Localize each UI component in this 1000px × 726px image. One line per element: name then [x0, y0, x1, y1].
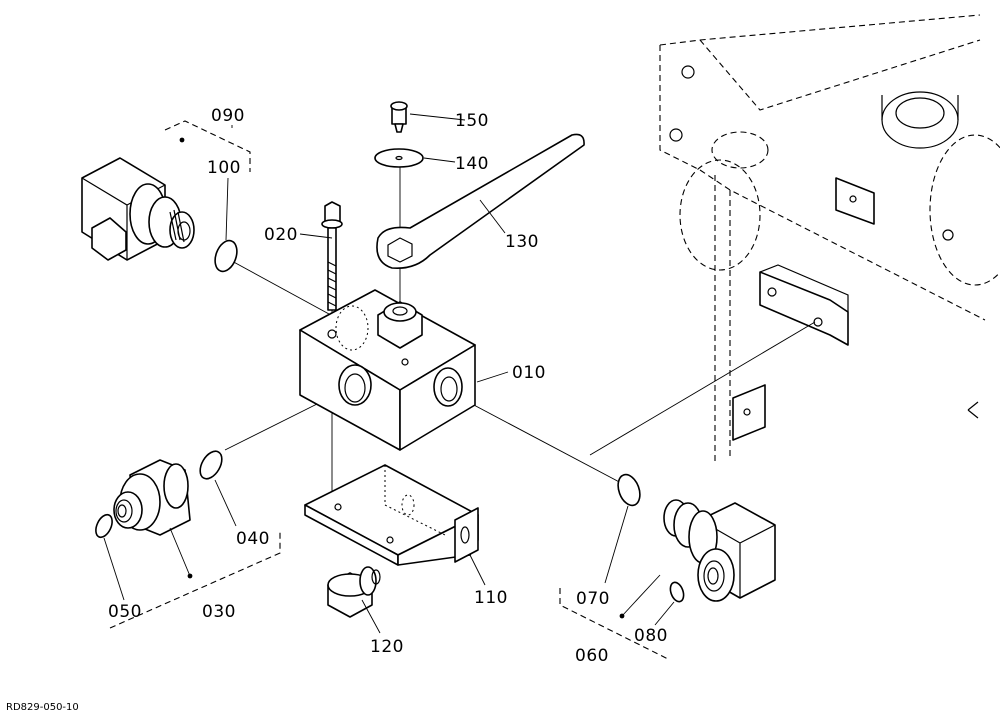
plug-150 [390, 101, 408, 133]
callout-100: 100 [207, 158, 241, 178]
drawing-reference: RD829-050-10 [6, 702, 79, 713]
callout-030: 030 [202, 602, 236, 622]
callout-120: 120 [370, 637, 404, 657]
callout-labels: 090 100 150 140 020 130 010 040 050 030 … [108, 106, 668, 666]
callout-140: 140 [455, 154, 489, 174]
o-ring-040 [199, 450, 223, 480]
callout-leaders [103, 113, 675, 634]
callout-070: 070 [576, 589, 610, 609]
fitting-030 [113, 459, 191, 536]
kit-bracket-090 [164, 120, 251, 172]
o-ring-100 [214, 239, 238, 273]
washer-140 [374, 148, 424, 168]
bolt-020 [321, 201, 343, 311]
valve-block-010 [299, 289, 476, 451]
o-ring-080 [669, 581, 685, 603]
callout-130: 130 [505, 232, 539, 252]
elbow-fitting-060 [663, 499, 776, 602]
callout-010: 010 [512, 363, 546, 383]
housing-outline [659, 14, 1000, 465]
elbow-fitting-090 [81, 157, 195, 261]
o-ring-070 [617, 473, 641, 507]
callout-080: 080 [634, 626, 668, 646]
callout-150: 150 [455, 111, 489, 131]
plug-120 [327, 566, 381, 618]
bracket-110 [304, 464, 479, 566]
callout-060: 060 [575, 646, 609, 666]
callout-110: 110 [474, 588, 508, 608]
callout-050: 050 [108, 602, 142, 622]
callout-020: 020 [264, 225, 298, 245]
callout-040: 040 [236, 529, 270, 549]
o-ring-050 [95, 513, 113, 539]
callout-090: 090 [211, 106, 245, 126]
